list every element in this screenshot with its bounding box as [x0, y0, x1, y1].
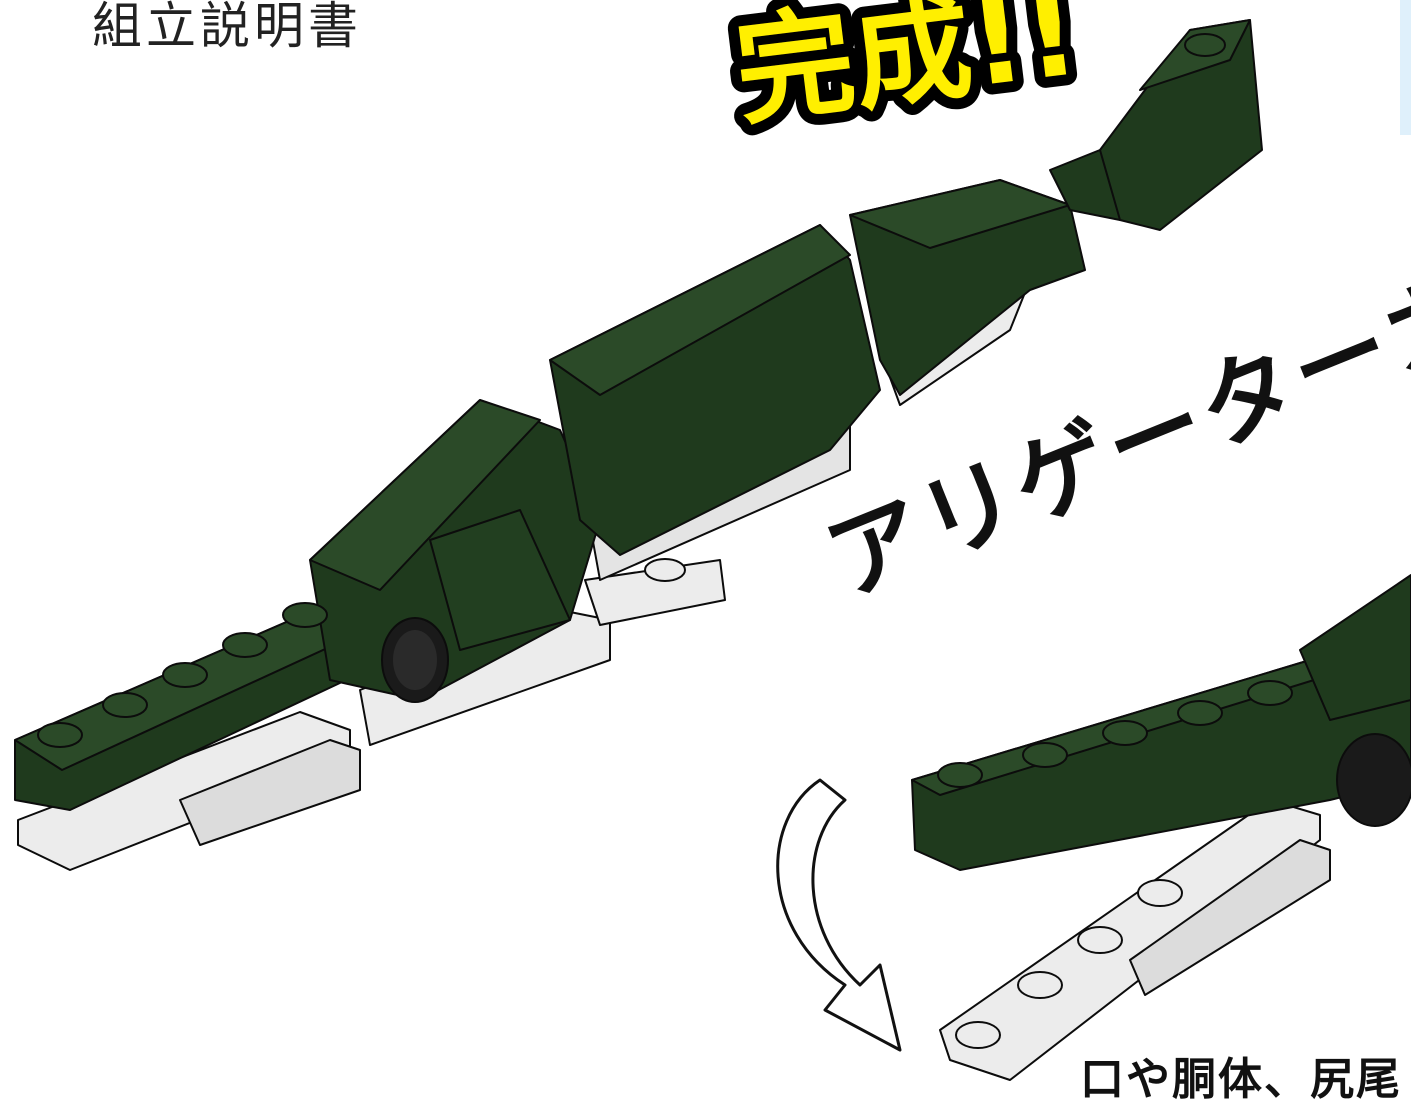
- white-stud: [644, 558, 686, 582]
- open-mouth-studs: [937, 680, 1293, 788]
- model-illustration-main: [14, 19, 1263, 871]
- document-header-label: 組立説明書: [92, 0, 362, 55]
- side-info-panel: [1400, 0, 1411, 135]
- eye-tile-2: [1336, 733, 1411, 827]
- caption-text: 口や胴体、尻尾: [1080, 1054, 1402, 1105]
- model-illustration-open-mouth: [911, 574, 1411, 1081]
- curved-down-arrow-icon: [776, 778, 902, 1052]
- complete-banner: 完成!! 完成!!: [717, 0, 1097, 153]
- illustration-canvas: 完成!! 完成!!: [14, 0, 1411, 1081]
- open-mouth-white-studs: [955, 879, 1183, 1049]
- banner-text: 完成!!: [728, 0, 1086, 142]
- snout-studs: [37, 33, 1226, 748]
- eye-tile: [381, 617, 449, 703]
